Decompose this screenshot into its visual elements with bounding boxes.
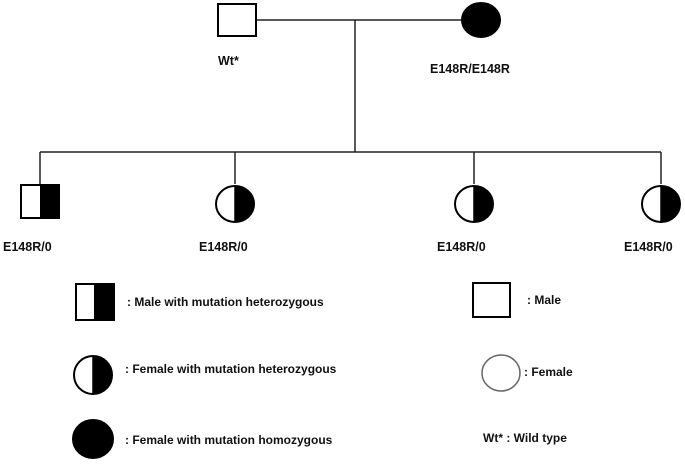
child-3-genotype: E148R/0 [437,240,486,254]
legend-female-het-text: : Female with mutation heterozygous [125,362,337,376]
legend-half-filled-circle-icon [73,355,113,395]
father-genotype: Wt* [218,54,239,68]
legend-wild-type-text: Wt* : Wild type [483,431,567,445]
child-1-half-filled-square-icon [20,184,60,219]
child-4-genotype: E148R/0 [624,240,673,254]
legend-male-text: : Male [527,293,562,307]
mother-filled-circle-icon [461,2,501,38]
father-square-icon [217,3,257,37]
legend-female-hom-text: : Female with mutation homozygous [125,433,333,447]
legend-empty-square-icon [472,282,511,318]
child-2-half-filled-circle-icon [215,185,255,223]
legend-female-text: : Female [524,365,573,379]
legend-male-het-text: : Male with mutation heterozygous [127,295,324,309]
child-2-genotype: E148R/0 [199,240,248,254]
child-1-genotype: E148R/0 [3,240,52,254]
legend-half-filled-square-icon [75,283,115,321]
mother-genotype: E148R/E148R [430,62,510,76]
child-4-half-filled-circle-icon [641,185,681,223]
legend-empty-circle-icon [481,354,521,392]
child-3-half-filled-circle-icon [454,185,494,223]
legend-filled-circle-icon [72,419,114,459]
